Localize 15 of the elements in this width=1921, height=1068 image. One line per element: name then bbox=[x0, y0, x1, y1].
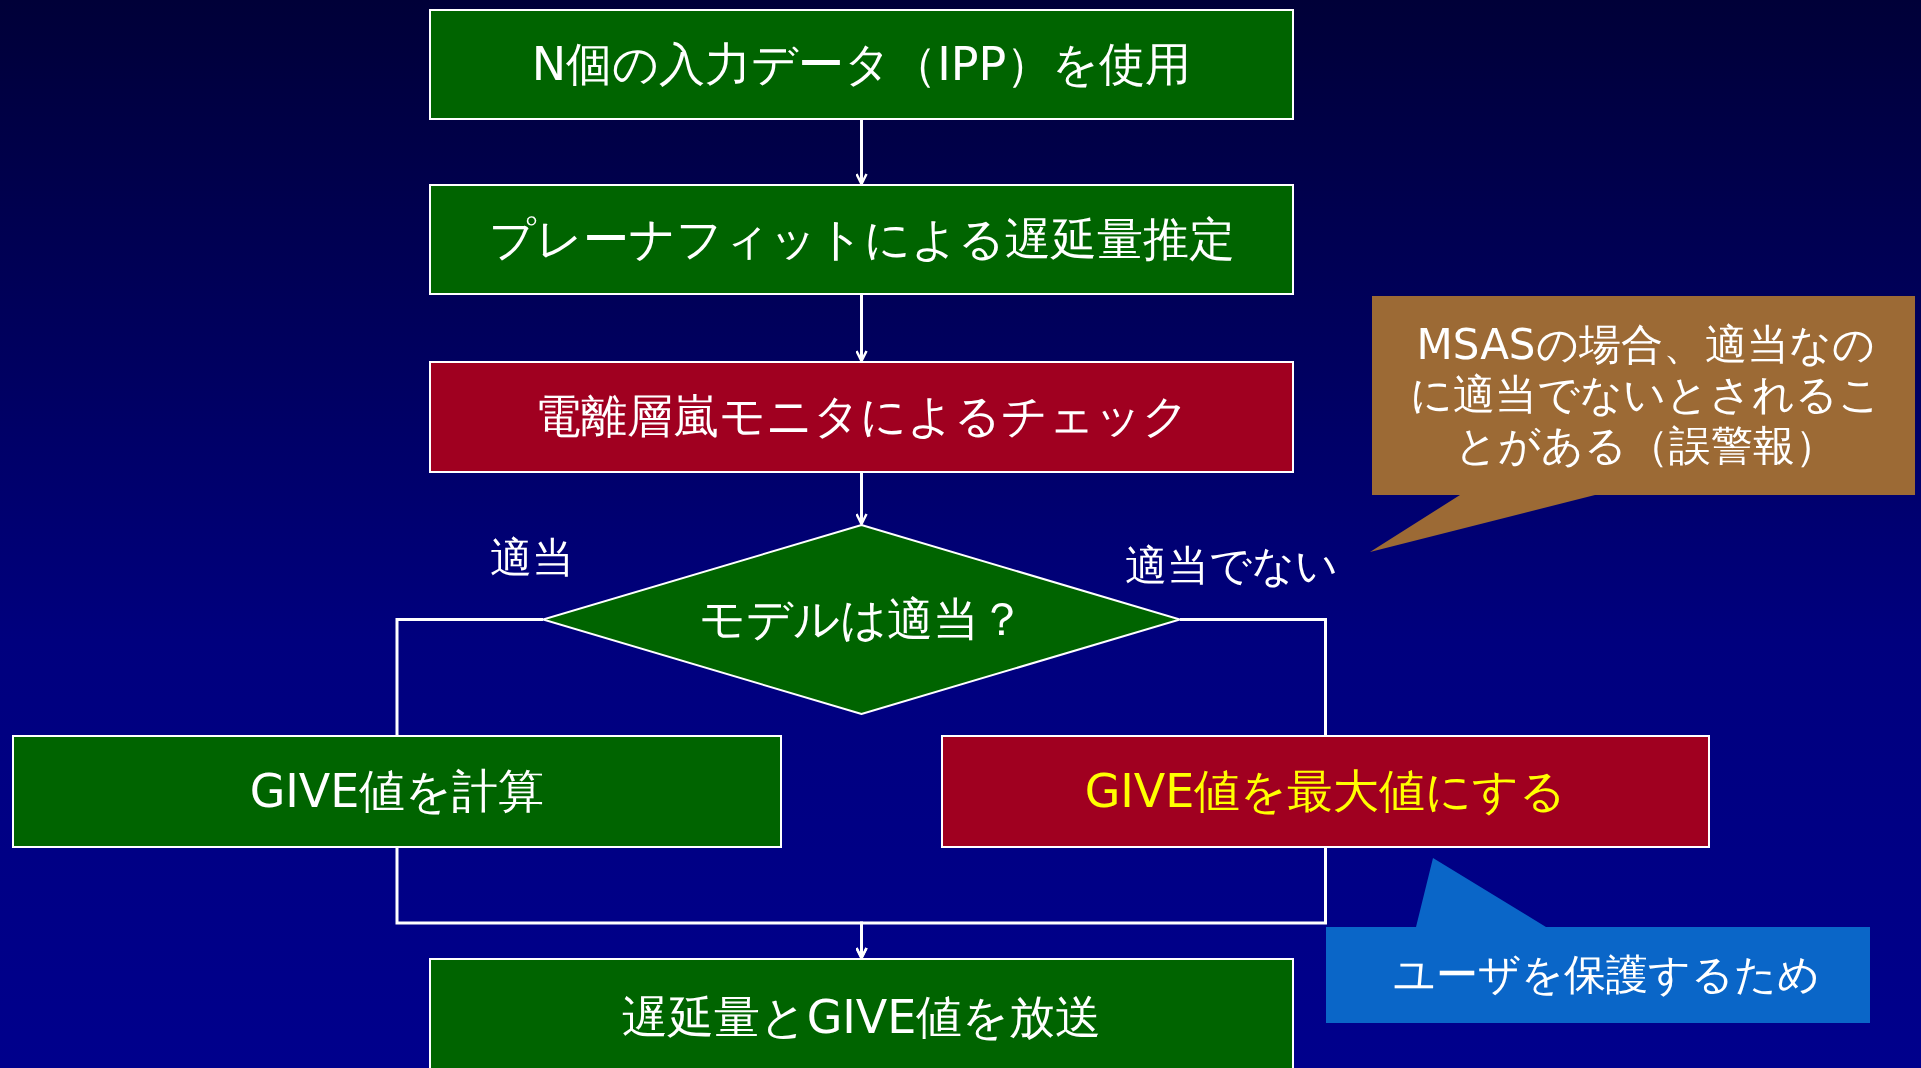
edge-label: 適当 bbox=[490, 532, 574, 584]
arrow bbox=[855, 295, 868, 363]
arrow bbox=[855, 848, 1327, 960]
process-box: 電離層嵐モニタによるチェック bbox=[429, 361, 1294, 473]
arrow bbox=[855, 473, 868, 526]
arrow bbox=[855, 120, 868, 186]
process-box: 遅延量とGIVE値を放送 bbox=[429, 958, 1294, 1068]
callout: ユーザを保護するため bbox=[1326, 858, 1870, 1023]
connector-line bbox=[1180, 618, 1327, 735]
process-box: GIVE値を最大値にする bbox=[941, 735, 1710, 848]
edge-label: 適当でない bbox=[1125, 540, 1338, 592]
connector-line bbox=[395, 618, 543, 735]
process-box: N個の入力データ（IPP）を使用 bbox=[429, 9, 1294, 120]
process-box: GIVE値を計算 bbox=[12, 735, 782, 848]
process-box: プレーナフィットによる遅延量推定 bbox=[429, 184, 1294, 295]
